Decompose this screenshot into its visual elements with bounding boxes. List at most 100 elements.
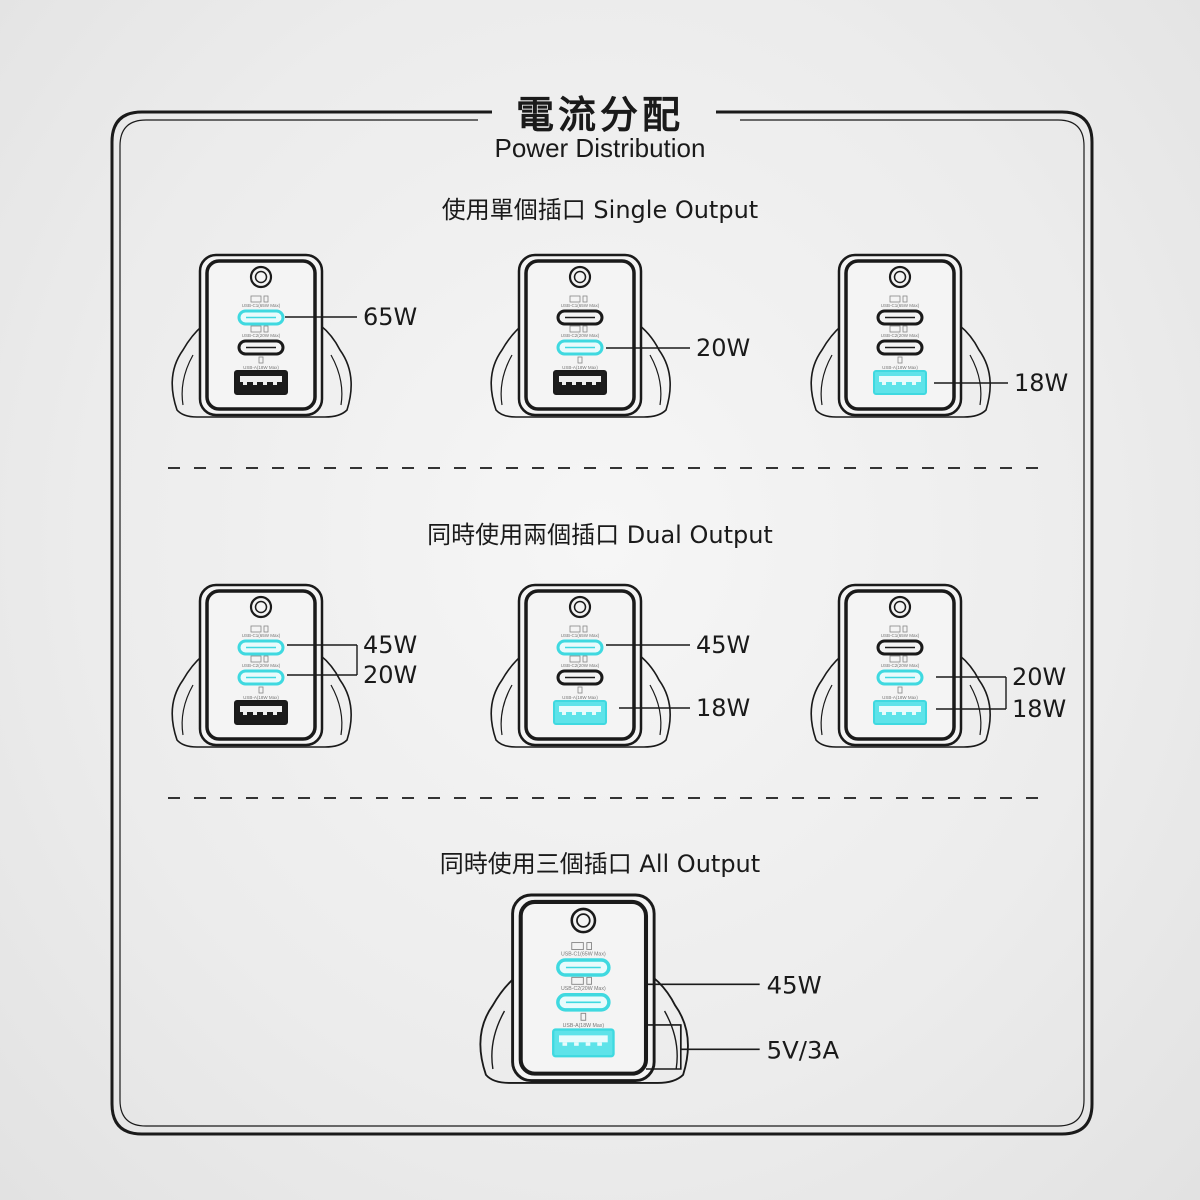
port-label-a1: USB-A(18W Max) [562,695,598,700]
usb-c1-port [876,309,924,326]
phone-icon [582,295,588,303]
phone-icon [582,625,588,633]
phone-icon-a [258,686,264,694]
plug-edge-left [181,354,194,406]
port-label-c2: USB-C2(20W Max) [881,333,920,338]
face-outer [511,893,656,1083]
plug-edge-right [649,684,662,736]
output-label: 18W [1012,695,1066,723]
inner-frame-line [119,119,1085,1127]
usb-c2-port [556,669,604,686]
plug-edge-left [820,354,833,406]
plug-shell [490,309,671,418]
port-label-c2: USB-C2(20W Max) [561,333,600,338]
plug-edge-right [969,684,982,736]
phone-icon [263,295,269,303]
port-label-a1: USB-A(18W Max) [562,365,598,370]
phone-icon-a [580,1012,587,1021]
phone-icon-a [897,686,903,694]
usb-c2-port [237,339,285,356]
output-label: 5V/3A [767,1036,840,1065]
usb-c1-port [556,309,604,326]
indicator-dot [254,600,268,614]
usb-a-pin [902,712,906,715]
usb-a-pin [243,712,247,715]
usb-a-pin [597,1042,602,1046]
face-inner [518,899,649,1076]
output-label: 18W [696,694,750,722]
charger-body: USB-C1(65W Max)USB-C2(20W Max)USB-A(18W … [810,253,991,418]
face-inner [205,259,317,411]
output-label: 45W [363,631,417,659]
face-outer [837,583,963,747]
port-label-c2: USB-C2(20W Max) [561,663,600,668]
leader-line [645,1024,682,1070]
usb-a-pin [243,382,247,385]
usb-a-port [552,1028,615,1058]
leader-line [645,1024,760,1051]
usb-a-pin [912,712,916,715]
phone-icon [902,655,908,663]
phone-icon-a [897,356,903,364]
device-icon [889,625,901,633]
phone-icon [586,942,592,950]
face-outer [198,583,324,747]
usb-a-tongue [559,376,601,382]
usb-a-pin [585,1042,591,1046]
port-label-a1: USB-A(18W Max) [243,365,279,370]
usb-a-pin [902,382,906,385]
face-outer [517,253,643,417]
usb-c2-port [876,339,924,356]
device-icon [250,625,262,633]
phone-icon [902,325,908,333]
face-inner [524,259,636,411]
output-label: 18W [1014,369,1068,397]
output-label: 20W [363,661,417,689]
plug-edge-left [820,684,833,736]
port-label-c1: USB-C1(65W Max) [561,303,600,308]
usb-a-pin [253,382,257,385]
phone-icon [586,976,592,985]
port-label-c2: USB-C2(20W Max) [242,663,281,668]
output-label: 45W [696,631,750,659]
usb-a-pin [572,382,576,385]
charger-2-0: USB-C1(65W Max)USB-C2(20W Max)USB-A(18W … [479,893,839,1084]
usb-a-tongue [559,1035,608,1043]
port-label-c1: USB-C1(65W Max) [242,303,281,308]
title-english: Power Distribution [494,133,706,163]
usb-a-pin [892,712,896,715]
port-label-c1: USB-C1(65W Max) [881,633,920,638]
device-icon [889,325,901,333]
face-outer [517,583,643,747]
usb-a-port [553,370,607,395]
usb-a-pin [582,382,586,385]
plug-edge-left [500,354,513,406]
usb-a-pin [912,382,916,385]
phone-icon-a [577,356,583,364]
usb-a-pin [882,712,886,715]
port-label-c2: USB-C2(20W Max) [881,663,920,668]
port-label-a1: USB-A(18W Max) [243,695,279,700]
port-label-a1: USB-A(18W Max) [882,695,918,700]
usb-a-pin [892,382,896,385]
output-label: 65W [363,303,417,331]
face-outer [837,253,963,417]
usb-a-pin [263,382,267,385]
usb-a-pin [263,712,267,715]
plug-edge-right [663,1010,678,1070]
indicator-dot [573,270,587,284]
section-label-dual: 同時使用兩個插口 Dual Output [427,521,773,549]
title-chinese: 電流分配 [515,93,684,137]
device-icon [889,295,901,303]
usb-a-pin [574,1042,579,1046]
plug-edge-right [330,684,343,736]
phone-icon-a [577,686,583,694]
usb-a-port [873,700,927,725]
usb-a-tongue [879,706,921,712]
device-icon [250,325,262,333]
usb-a-pin [572,712,576,715]
usb-a-tongue [559,706,601,712]
indicator-dot [573,600,587,614]
phone-icon [582,325,588,333]
